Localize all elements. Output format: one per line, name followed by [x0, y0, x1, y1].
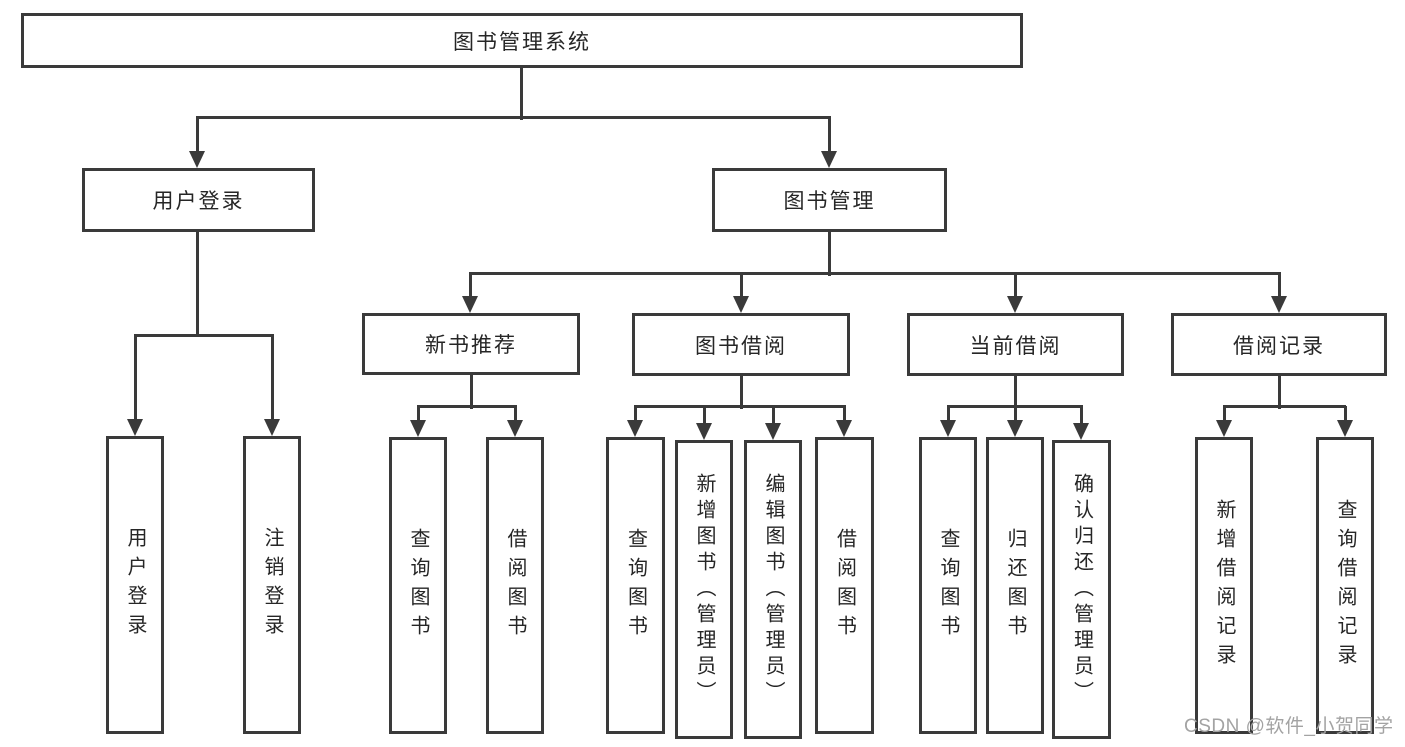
node-label: 借阅记录 — [1233, 334, 1325, 358]
connector-line — [1223, 404, 1346, 408]
node-book-management: 图书管理 — [712, 168, 947, 232]
connector-line — [469, 375, 473, 409]
arrow-stem — [513, 406, 517, 422]
connector-line — [827, 232, 831, 276]
node-library-management-system: 图书管理系统 — [21, 13, 1023, 68]
arrowhead-down-icon — [765, 423, 781, 440]
arrow-stem — [468, 273, 472, 298]
node-leaf-logout: 注销登录 — [243, 436, 301, 734]
node-leaf-edit-books-admin: 编辑图书（管理员） — [744, 440, 802, 739]
node-label: 新书推荐 — [425, 334, 517, 357]
node-label: 归还图书 — [1004, 527, 1026, 644]
node-label: 图书借阅 — [695, 334, 787, 358]
node-label: 图书管理系统 — [453, 30, 591, 54]
node-leaf-search-books-3: 查询图书 — [919, 437, 977, 734]
arrow-stem — [1013, 406, 1017, 422]
node-label: 新增图书（管理员） — [693, 472, 715, 707]
node-leaf-add-books-admin: 新增图书（管理员） — [675, 440, 733, 739]
arrowhead-down-icon — [264, 419, 280, 436]
connector-line — [196, 115, 831, 119]
arrow-stem — [633, 406, 637, 422]
node-label: 用户登录 — [124, 527, 146, 643]
arrowhead-down-icon — [733, 296, 749, 313]
connector-line — [1277, 376, 1281, 409]
node-borrowing-records: 借阅记录 — [1171, 313, 1387, 376]
node-leaf-search-borrow-record: 查询借阅记录 — [1316, 437, 1374, 734]
node-label: 借阅图书 — [504, 527, 526, 644]
node-label: 确认归还（管理员） — [1070, 472, 1093, 707]
arrowhead-down-icon — [627, 420, 643, 437]
arrow-stem — [1343, 406, 1347, 422]
connector-line — [134, 333, 274, 337]
arrowhead-down-icon — [1073, 423, 1089, 440]
connector-line — [519, 68, 523, 120]
node-current-borrowing: 当前借阅 — [907, 313, 1124, 376]
arrowhead-down-icon — [821, 151, 837, 168]
node-leaf-add-borrow-record: 新增借阅记录 — [1195, 437, 1253, 734]
csdn-watermark: CSDN @软件_小贺同学 — [1184, 716, 1394, 737]
node-leaf-borrow-books-2: 借阅图书 — [815, 437, 874, 734]
arrow-stem — [1222, 406, 1226, 422]
node-label: 借阅图书 — [833, 527, 856, 644]
connector-line — [739, 376, 743, 409]
connector-line — [1013, 376, 1017, 409]
arrowhead-down-icon — [696, 423, 712, 440]
arrow-stem — [1079, 406, 1083, 425]
arrowhead-down-icon — [940, 420, 956, 437]
arrow-stem — [1013, 273, 1017, 298]
arrowhead-down-icon — [410, 420, 426, 437]
node-label: 查询图书 — [937, 527, 959, 644]
arrowhead-down-icon — [127, 419, 143, 436]
node-new-book-recommendation: 新书推荐 — [362, 313, 580, 375]
arrow-stem — [702, 406, 706, 425]
node-label: 查询借阅记录 — [1334, 498, 1356, 673]
node-label: 编辑图书（管理员） — [762, 472, 784, 707]
node-label: 新增借阅记录 — [1213, 498, 1235, 673]
arrowhead-down-icon — [507, 420, 523, 437]
node-leaf-search-books-1: 查询图书 — [389, 437, 447, 734]
node-label: 注销登录 — [261, 527, 283, 643]
node-label: 查询图书 — [624, 527, 647, 644]
node-label: 查询图书 — [407, 527, 429, 644]
arrow-stem — [771, 406, 775, 425]
arrowhead-down-icon — [1007, 296, 1023, 313]
arrow-stem — [827, 117, 831, 153]
arrowhead-down-icon — [1007, 420, 1023, 437]
arrowhead-down-icon — [462, 296, 478, 313]
node-leaf-user-login: 用户登录 — [106, 436, 164, 734]
arrow-stem — [739, 273, 743, 298]
connector-line — [195, 232, 199, 337]
node-leaf-return-books: 归还图书 — [986, 437, 1044, 734]
node-user-login: 用户登录 — [82, 168, 315, 232]
node-label: 用户登录 — [152, 190, 245, 213]
arrowhead-down-icon — [836, 420, 852, 437]
arrowhead-down-icon — [1216, 420, 1232, 437]
connector-line — [634, 404, 846, 408]
connector-line — [469, 271, 1281, 275]
arrow-stem — [946, 406, 950, 422]
arrow-stem — [842, 406, 846, 422]
connector-line — [417, 404, 517, 408]
arrow-stem — [270, 335, 274, 421]
arrowhead-down-icon — [1271, 296, 1287, 313]
arrow-stem — [1277, 273, 1281, 298]
arrowhead-down-icon — [189, 151, 205, 168]
node-label: 图书管理 — [783, 190, 876, 213]
arrow-stem — [133, 335, 137, 421]
node-label: 当前借阅 — [969, 334, 1062, 358]
node-leaf-confirm-return-admin: 确认归还（管理员） — [1052, 440, 1111, 739]
node-leaf-search-books-2: 查询图书 — [606, 437, 665, 734]
node-leaf-borrow-books-1: 借阅图书 — [486, 437, 544, 734]
arrow-stem — [416, 406, 420, 422]
arrow-stem — [195, 117, 199, 153]
node-book-borrowing: 图书借阅 — [632, 313, 850, 376]
arrowhead-down-icon — [1337, 420, 1353, 437]
